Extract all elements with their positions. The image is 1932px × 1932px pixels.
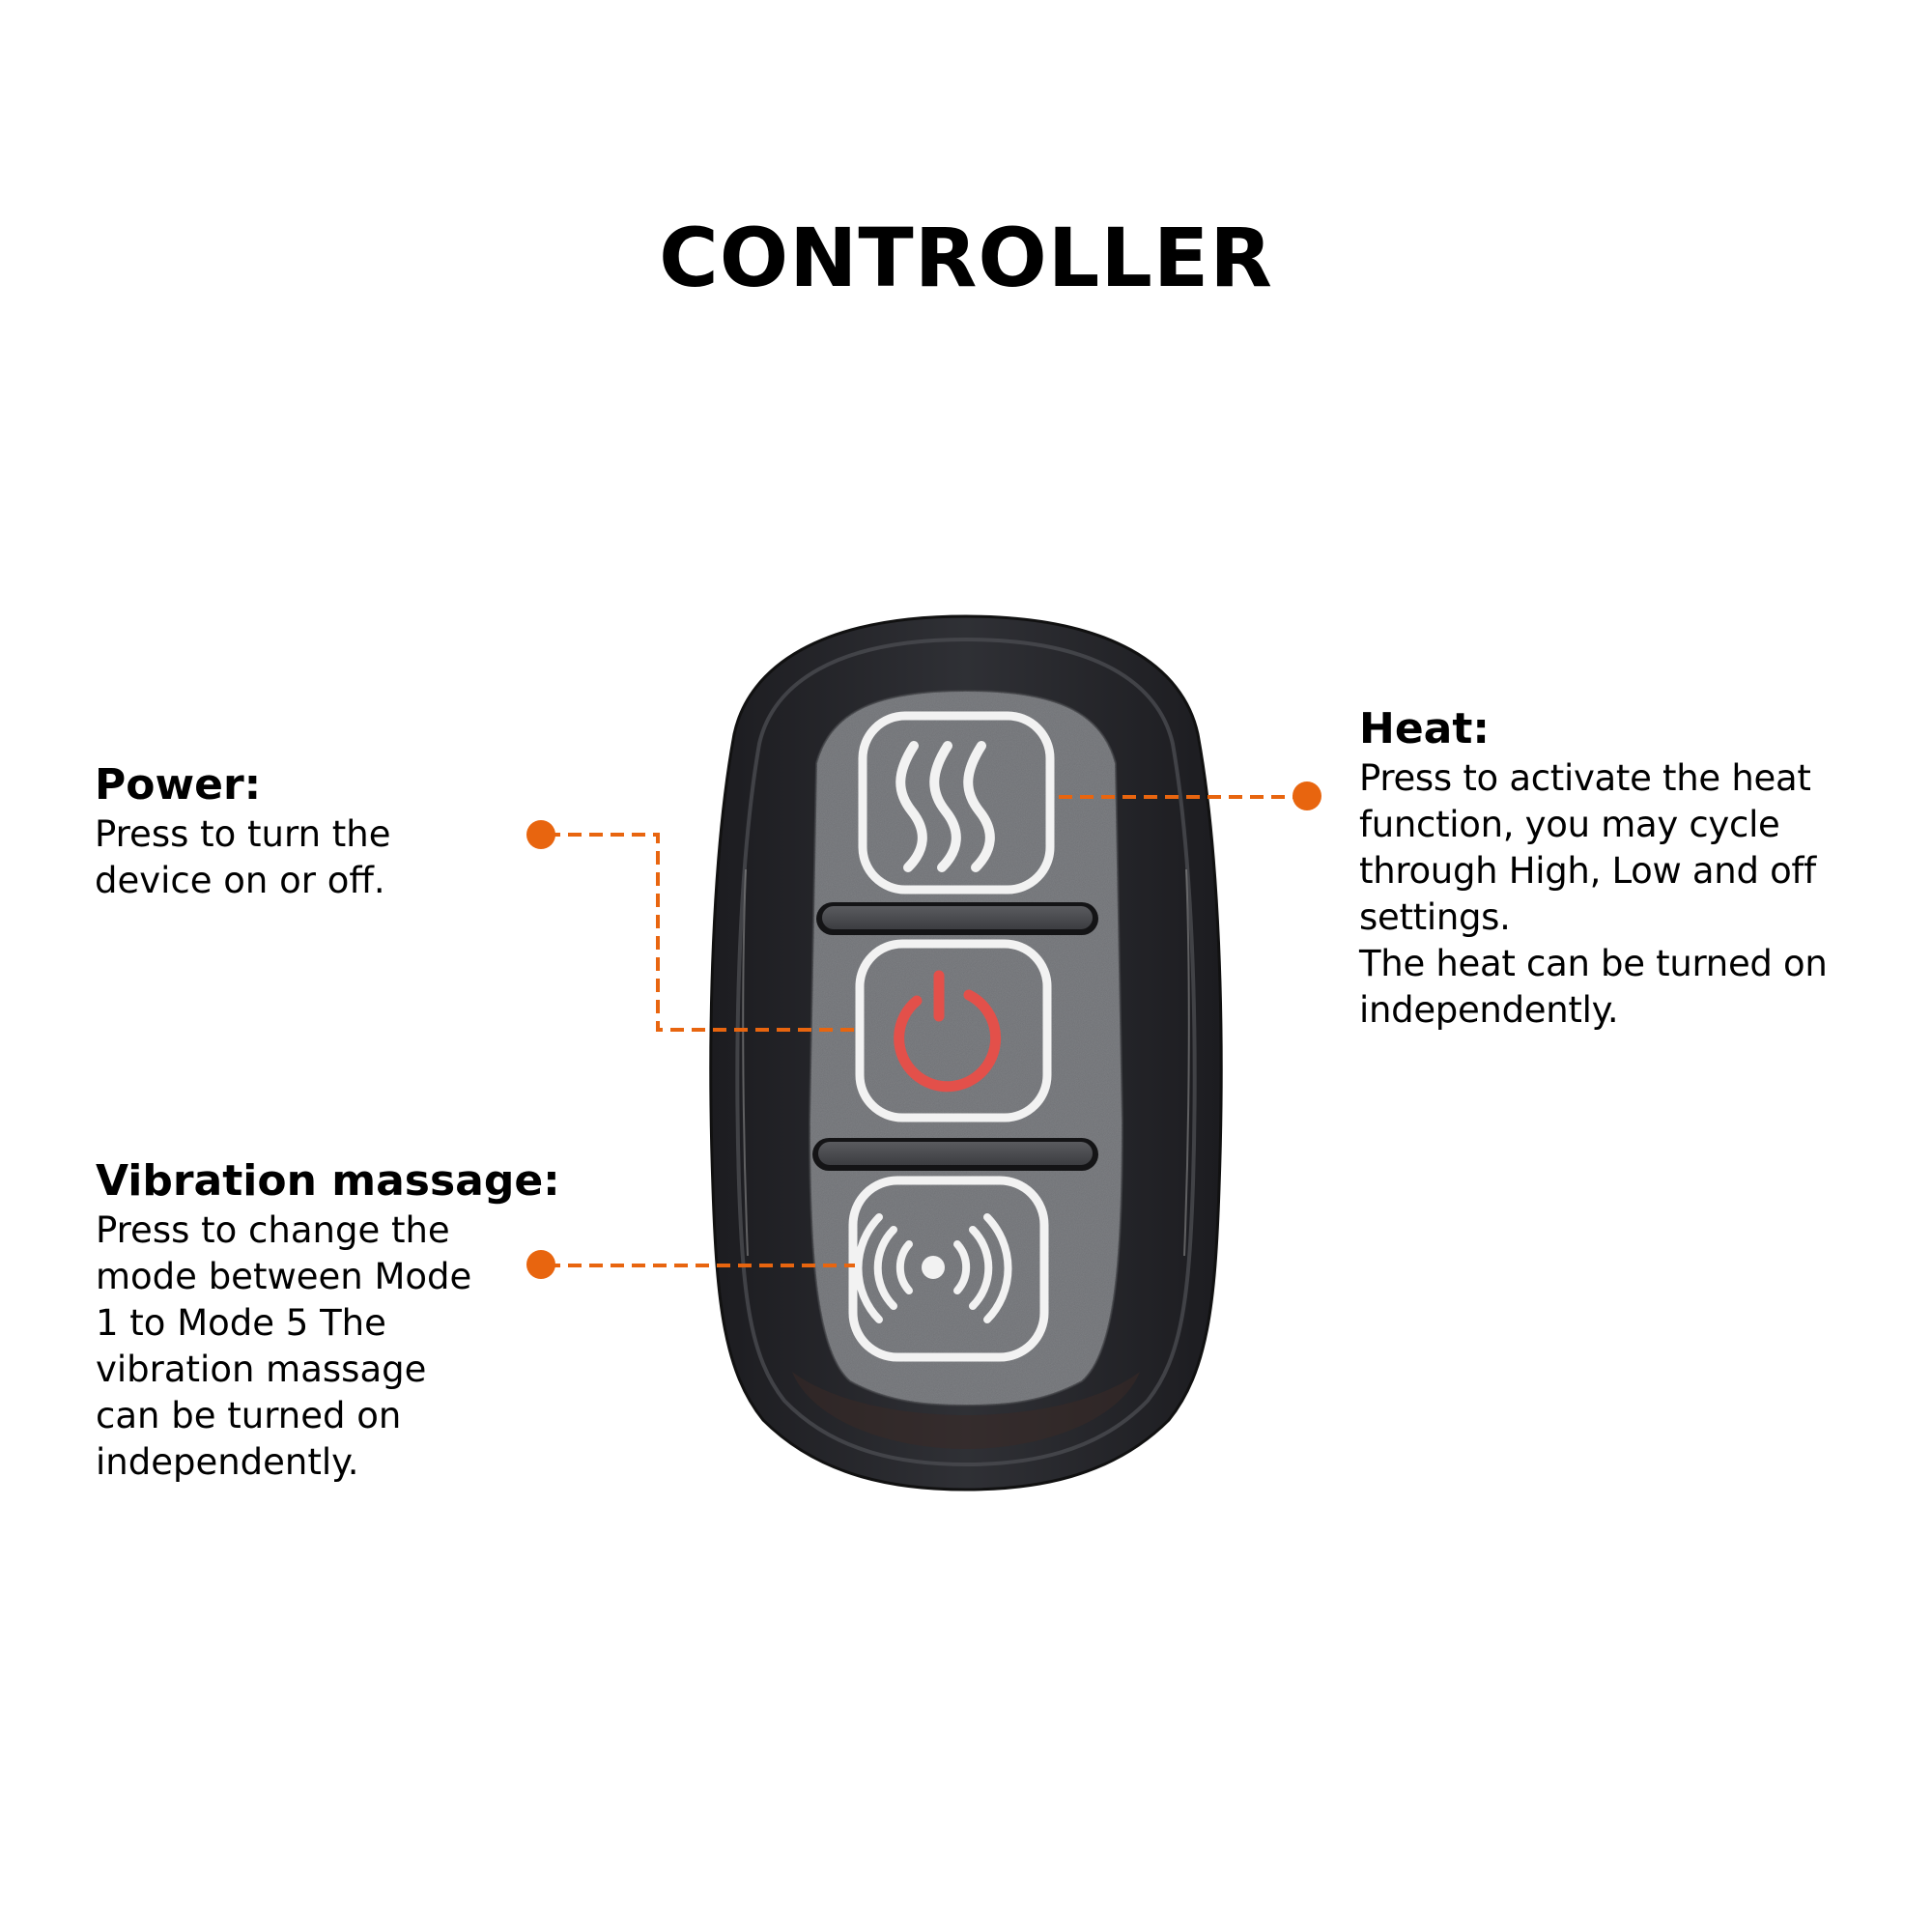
page-title: CONTROLLER (659, 211, 1273, 305)
heat-waves-icon (895, 741, 995, 872)
connector-heat-dot (1293, 781, 1321, 810)
callout-power: Power: Press to turn the device on or of… (95, 759, 558, 904)
power-icon (894, 970, 1002, 1093)
callout-vibration-body: Press to change the mode between Mode 1 … (96, 1209, 472, 1483)
callout-power-heading: Power: (95, 760, 262, 810)
vibration-button[interactable] (848, 1176, 1049, 1362)
separator-slot-upper (816, 902, 1098, 935)
connector-power-dot (526, 820, 555, 849)
callout-vibration: Vibration massage: Press to change the m… (96, 1155, 637, 1486)
vibration-icon (854, 1213, 1012, 1323)
power-button[interactable] (855, 939, 1052, 1122)
callout-power-body: Press to turn the device on or off. (95, 813, 391, 901)
callout-heat: Heat: Press to activate the heat functio… (1359, 703, 1919, 1034)
callout-heat-heading: Heat: (1359, 704, 1490, 753)
connector-power (547, 833, 858, 1032)
separator-slot-lower (812, 1138, 1098, 1171)
callout-vibration-heading: Vibration massage: (96, 1156, 560, 1206)
callout-heat-body: Press to activate the heat function, you… (1359, 757, 1828, 1031)
connector-vibration-dot (526, 1250, 555, 1279)
heat-button[interactable] (858, 711, 1055, 895)
